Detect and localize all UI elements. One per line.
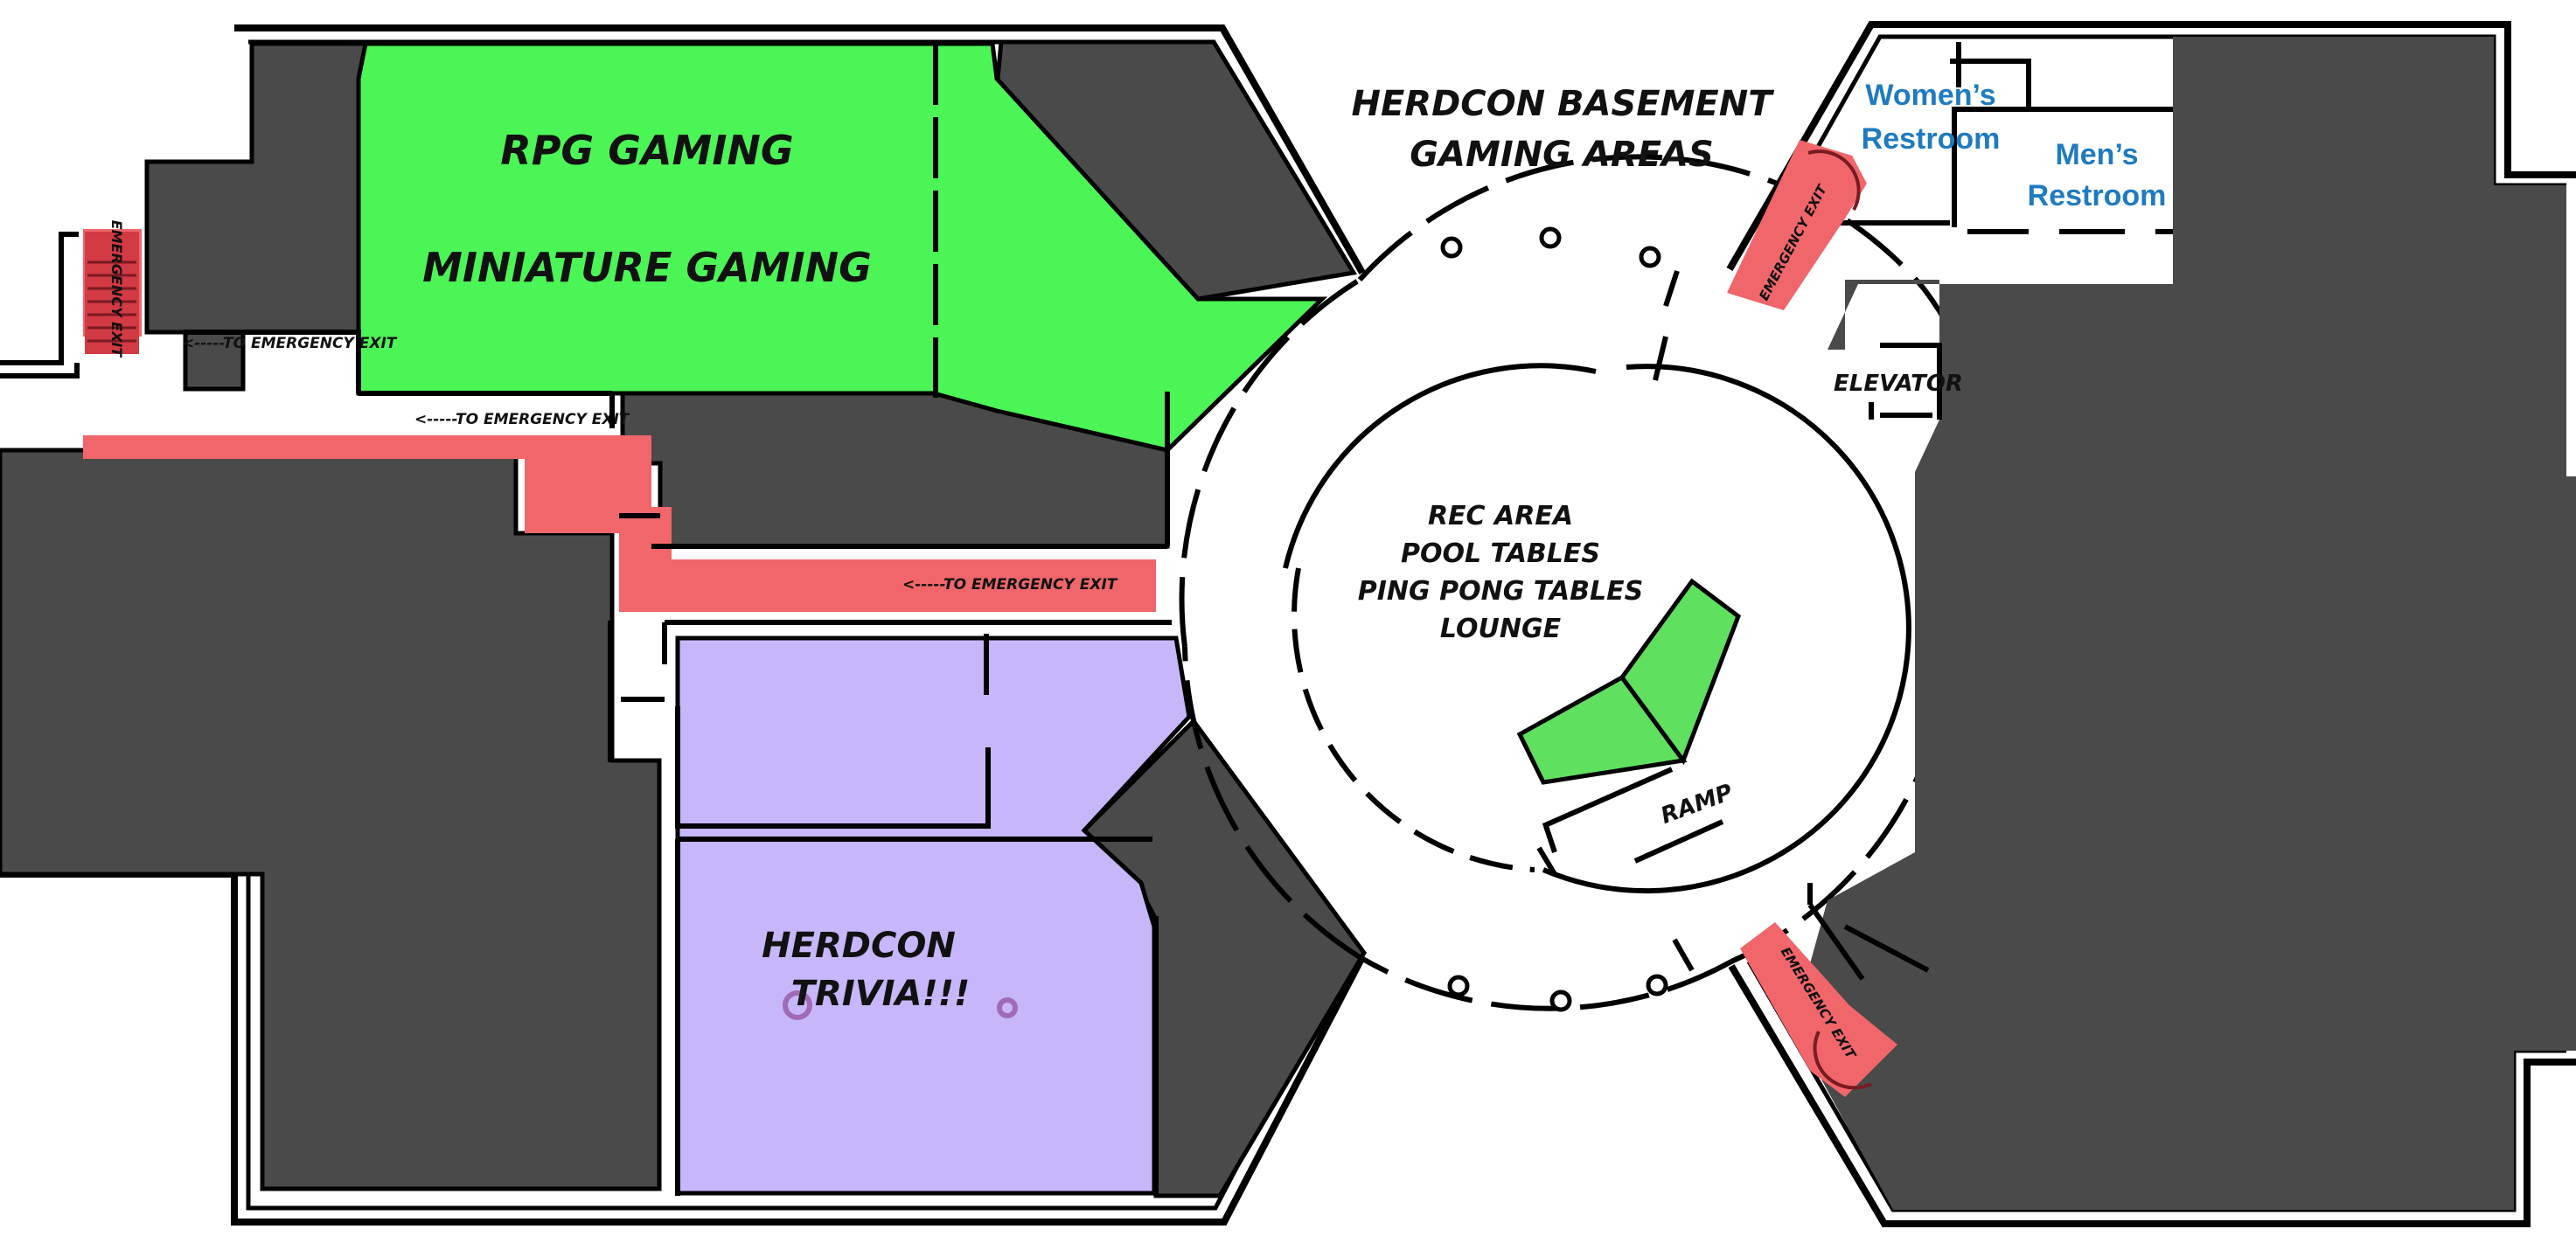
to-exit-label-2: <-----TO EMERGENCY EXIT bbox=[414, 411, 630, 428]
emergency-route-left bbox=[83, 229, 1156, 612]
trivia-label-line1: HERDCON bbox=[762, 926, 956, 966]
womens-restroom-label-1: Women’s bbox=[1865, 79, 1995, 112]
to-exit-label-3: <-----TO EMERGENCY EXIT bbox=[902, 576, 1118, 594]
blocked-area-right bbox=[1793, 37, 2576, 1210]
emergency-exit-left-label: EMERGENCY EXIT bbox=[108, 220, 125, 358]
trivia-table-small bbox=[997, 997, 1018, 1018]
trivia-table-large bbox=[783, 990, 812, 1020]
womens-restroom-label-2: Restroom bbox=[1862, 122, 2001, 156]
rotunda-inner-arc-left bbox=[1291, 567, 1535, 872]
left-misc-walls bbox=[184, 330, 1170, 762]
emergency-exit-lower-right[interactable] bbox=[1740, 922, 1897, 1097]
pillar-bottom-1 bbox=[1447, 975, 1470, 997]
mens-restroom-label-2: Restroom bbox=[2028, 179, 2167, 212]
rec-area-line-2: POOL TABLES bbox=[1401, 538, 1600, 569]
rec-area-line-4: LOUNGE bbox=[1440, 614, 1562, 644]
miniature-gaming-label: MINIATURE GAMING bbox=[422, 244, 872, 291]
pillar-top-1 bbox=[1440, 236, 1463, 259]
pillar-bottom-3 bbox=[1646, 974, 1668, 996]
ramp-label: RAMP bbox=[1657, 780, 1736, 830]
ramp-wall bbox=[1542, 767, 1724, 864]
map-title-line2: GAMING AREAS bbox=[1410, 135, 1714, 175]
emergency-exit-stairs-left bbox=[87, 260, 136, 343]
emergency-exit-upper-right[interactable] bbox=[1727, 140, 1867, 310]
to-exit-label-1: <-----TO EMERGENCY EXIT bbox=[182, 335, 398, 352]
blocked-area-left-large bbox=[0, 448, 662, 1191]
rec-area-line-1: REC AREA bbox=[1428, 501, 1573, 531]
rec-area-line-3: PING PONG TABLES bbox=[1358, 576, 1643, 607]
left-exit-wall bbox=[0, 232, 80, 378]
trivia-inner-walls bbox=[662, 620, 1172, 1196]
elevator-label: ELEVATOR bbox=[1834, 371, 1963, 397]
map-title-line1: HERDCON BASEMENT bbox=[1351, 84, 1774, 124]
pillar-top-2 bbox=[1539, 226, 1562, 249]
right-wing-outer-wall bbox=[1726, 21, 2576, 1227]
ramp-stairs bbox=[1516, 578, 1742, 785]
pillar-top-3 bbox=[1639, 246, 1661, 268]
right-inner-walls bbox=[1807, 42, 2173, 981]
rotunda-inner-ring[interactable] bbox=[1283, 363, 1911, 894]
mens-restroom-label-1: Men’s bbox=[2055, 138, 2138, 171]
rotunda-ticks bbox=[1653, 270, 1695, 972]
rpg-gaming-label: RPG GAMING bbox=[500, 127, 793, 174]
trivia-label-line2: TRIVIA!!! bbox=[791, 974, 971, 1014]
emergency-exit-door-left[interactable] bbox=[85, 232, 139, 354]
trivia-area[interactable] bbox=[675, 635, 1192, 1196]
pillar-bottom-2 bbox=[1549, 990, 1572, 1012]
